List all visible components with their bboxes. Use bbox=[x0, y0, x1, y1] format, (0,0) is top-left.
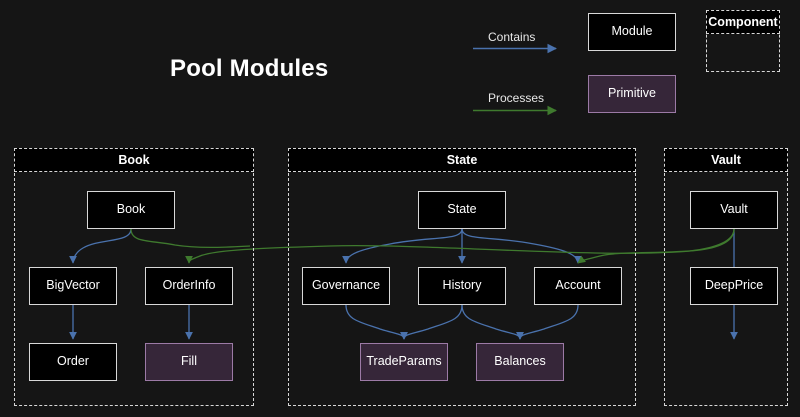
component-group-book-label: Book bbox=[14, 148, 254, 172]
node-fill[interactable]: Fill bbox=[145, 343, 233, 381]
node-deepprice[interactable]: DeepPrice bbox=[690, 267, 778, 305]
node-orderinfo[interactable]: OrderInfo bbox=[145, 267, 233, 305]
node-vault[interactable]: Vault bbox=[690, 191, 778, 229]
node-history[interactable]: History bbox=[418, 267, 506, 305]
node-order[interactable]: Order bbox=[29, 343, 117, 381]
component-group-vault-label: Vault bbox=[664, 148, 788, 172]
node-bigvector[interactable]: BigVector bbox=[29, 267, 117, 305]
legend-component-header: Component bbox=[706, 10, 780, 34]
node-book[interactable]: Book bbox=[87, 191, 175, 229]
component-group-state-label: State bbox=[288, 148, 636, 172]
legend-node-module: Module bbox=[588, 13, 676, 51]
legend-node-primitive: Primitive bbox=[588, 75, 676, 113]
legend-label-processes: Processes bbox=[488, 91, 545, 105]
diagram-title: Pool Modules bbox=[170, 55, 329, 82]
legend-label-contains: Contains bbox=[488, 30, 536, 44]
node-governance[interactable]: Governance bbox=[302, 267, 390, 305]
node-balances[interactable]: Balances bbox=[476, 343, 564, 381]
node-tradeparams[interactable]: TradeParams bbox=[360, 343, 448, 381]
node-account[interactable]: Account bbox=[534, 267, 622, 305]
node-state[interactable]: State bbox=[418, 191, 506, 229]
